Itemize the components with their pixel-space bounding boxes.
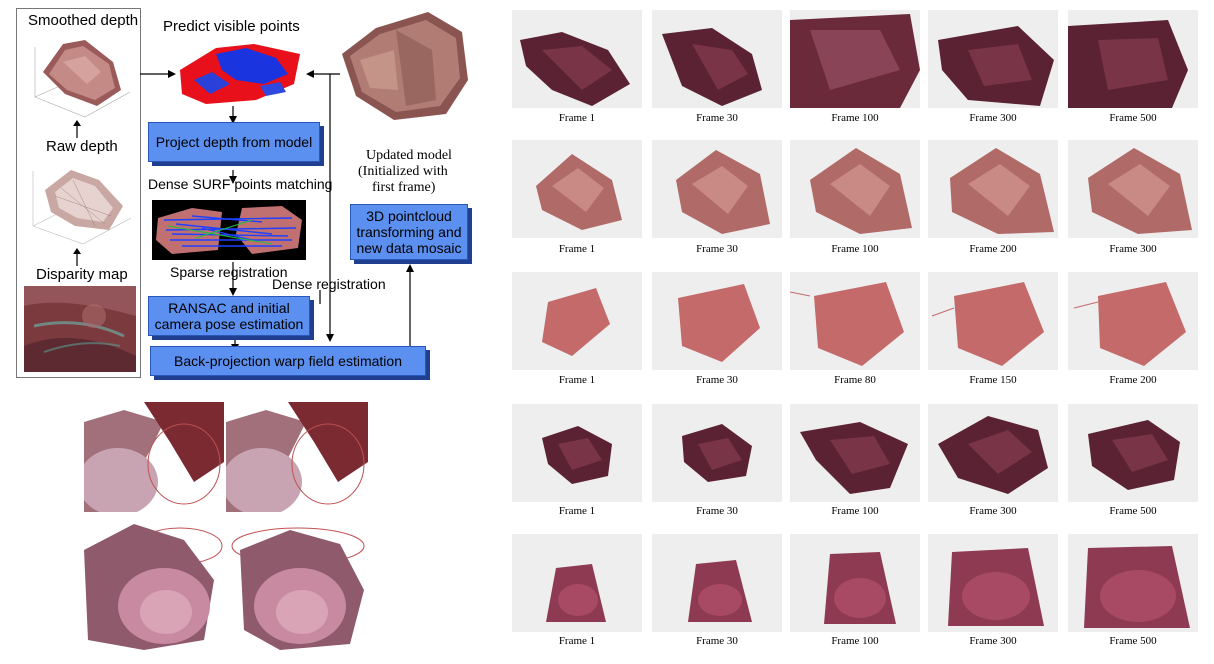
row3-caption1: Frame 1 [558, 374, 596, 386]
sparse-registration-label: Sparse registration [170, 264, 288, 280]
row3-caption3: Frame 80 [834, 374, 876, 386]
row3-frame4 [928, 272, 1058, 370]
dense-registration-label: Dense registration [272, 276, 386, 292]
row3-caption4: Frame 150 [969, 374, 1017, 386]
row3-frame1 [512, 272, 642, 370]
endoscopic-view-bottom-right [230, 520, 370, 652]
backprojection-label: Back-projection warp field estimation [174, 353, 402, 369]
row2-frame5 [1068, 140, 1198, 238]
row5-caption5: Frame 500 [1109, 635, 1157, 647]
row2-caption4: Frame 200 [969, 243, 1017, 255]
row5-frame1 [512, 534, 642, 632]
row1-frame3 [790, 10, 920, 108]
row5-frame4 [928, 534, 1058, 632]
row1-caption3: Frame 100 [831, 112, 879, 124]
row4-caption4: Frame 300 [969, 505, 1017, 517]
row5-frame3 [790, 534, 920, 632]
row4-frame3 [790, 404, 920, 502]
row3-frame5 [1068, 272, 1198, 370]
endoscopic-view-bottom-left [84, 520, 224, 652]
row2-caption1: Frame 1 [558, 243, 596, 255]
row4-frame5 [1068, 404, 1198, 502]
row1-caption2: Frame 30 [696, 112, 738, 124]
row2-frame2 [652, 140, 782, 238]
smoothed-depth-image [34, 40, 131, 118]
row3-frame3 [790, 272, 920, 370]
disparity-map-image [24, 286, 136, 372]
disparity-map-label: Disparity map [36, 266, 128, 283]
row1-frame5 [1068, 10, 1198, 108]
ransac-line2: camera pose estimation [154, 316, 304, 332]
updated-model-line2: (Initialized with [358, 164, 448, 179]
updated-model-line1: Updated model [366, 148, 452, 163]
pointcloud-line3: new data mosaic [356, 240, 462, 256]
row1-frame2 [652, 10, 782, 108]
smoothed-depth-label: Smoothed depth [28, 12, 139, 29]
updated-model-line3: first frame) [372, 180, 436, 195]
row1-caption1: Frame 1 [558, 112, 596, 124]
row5-caption4: Frame 300 [969, 635, 1017, 647]
project-depth-label: Project depth from model [155, 134, 313, 150]
endoscopic-view-top-right [226, 402, 368, 512]
row3-caption2: Frame 30 [696, 374, 738, 386]
dense-surf-label: Dense SURF points matching [148, 176, 333, 192]
row1-frame4 [928, 10, 1058, 108]
updated-model-image [342, 12, 468, 120]
row1-caption5: Frame 500 [1109, 112, 1157, 124]
row5-caption2: Frame 30 [696, 635, 738, 647]
frame-grid: Frame 1 Frame 30 Frame 100 Frame 300 Fra… [510, 10, 1210, 660]
pointcloud-line1: 3D pointcloud [366, 208, 452, 224]
row1-caption4: Frame 300 [969, 112, 1017, 124]
row2-caption3: Frame 100 [831, 243, 879, 255]
row2-frame1 [512, 140, 642, 238]
row4-caption2: Frame 30 [696, 505, 738, 517]
row4-caption3: Frame 100 [831, 505, 879, 517]
raw-depth-image [32, 170, 132, 245]
row2-frame4 [928, 140, 1058, 238]
backprojection-box: Back-projection warp field estimation [150, 346, 426, 376]
row4-frame2 [652, 404, 782, 502]
row3-caption5: Frame 200 [1109, 374, 1157, 386]
arrow-up-2 [73, 248, 81, 266]
row5-frame5 [1068, 534, 1198, 632]
visible-points-image [180, 44, 300, 104]
pipeline-diagram: Smoothed depth Raw depth Disparity map P… [0, 0, 490, 380]
row4-frame4 [928, 404, 1058, 502]
pointcloud-box: 3D pointcloud transforming and new data … [350, 204, 468, 260]
row4-caption5: Frame 500 [1109, 505, 1157, 517]
row2-frame3 [790, 140, 920, 238]
row1-frame1 [512, 10, 642, 108]
row3-frame2 [652, 272, 782, 370]
row4-caption1: Frame 1 [558, 505, 596, 517]
endoscopic-view-top-left [84, 402, 224, 512]
ransac-box: RANSAC and initial camera pose estimatio… [148, 296, 310, 336]
row2-caption5: Frame 300 [1109, 243, 1157, 255]
surf-matching-image [152, 200, 306, 260]
row5-caption3: Frame 100 [831, 635, 879, 647]
arrow-up-1 [73, 120, 81, 138]
pointcloud-line2: transforming and [356, 224, 462, 240]
row2-caption2: Frame 30 [696, 243, 738, 255]
row5-frame2 [652, 534, 782, 632]
row5-caption1: Frame 1 [558, 635, 596, 647]
predict-visible-points-label: Predict visible points [163, 18, 300, 35]
project-depth-box: Project depth from model [148, 122, 320, 162]
raw-depth-label: Raw depth [46, 138, 118, 155]
row4-frame1 [512, 404, 642, 502]
ransac-line1: RANSAC and initial [168, 300, 290, 316]
endoscopic-comparison [84, 402, 374, 656]
